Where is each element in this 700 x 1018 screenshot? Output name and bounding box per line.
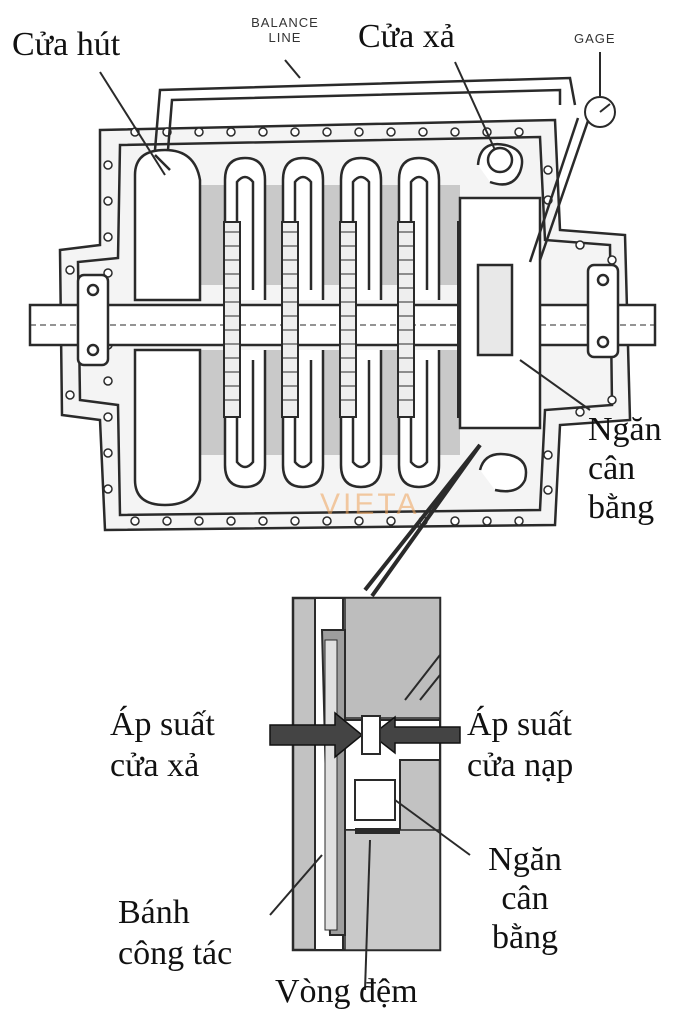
bolt-hole [354,127,364,137]
bolt-hole [226,127,236,137]
bolt-hole [103,448,113,458]
bolt-hole [194,516,204,526]
gage-icon [584,52,616,128]
impeller-line2: công tác [118,934,233,972]
bolt-hole [514,127,524,137]
bolt-hole [103,484,113,494]
inlet-pressure-label: Áp suất cửa nạp [467,705,573,787]
pressure-arrows [269,711,461,759]
impeller [339,221,357,418]
bolt-hole [258,516,268,526]
bolt-hole [514,516,524,526]
discharge-pressure-label: Áp suất cửa xả [110,705,215,787]
bolt-hole [607,395,617,405]
balance-line-label: BALANCE LINE [235,16,335,44]
bolt-hole [194,127,204,137]
balance-chamber-top-line2: cân [588,450,636,488]
bolt-hole [575,240,585,250]
bolt-hole [103,376,113,386]
bolt-hole [543,165,553,175]
bolt-hole [543,485,553,495]
bolt-hole [258,127,268,137]
impeller-line1: Bánh [118,894,190,931]
inlet-pressure-line2: cửa nạp [467,746,574,784]
bolt-hole [226,516,236,526]
bolt-hole [450,516,460,526]
bolt-hole [322,516,332,526]
balance-chamber-bottom-line2: cân [501,880,549,918]
bolt-hole [65,265,75,275]
inlet-pressure-line1: Áp suất [467,706,572,743]
bolt-hole [575,407,585,417]
bolt-hole [418,127,428,137]
bearings [76,263,620,367]
bolt-hole [386,127,396,137]
bolt-hole [450,127,460,137]
discharge-label: Cửa xả [358,18,455,55]
bolt-hole [482,516,492,526]
detail-pointer [363,443,482,598]
balance-drum [458,142,542,493]
impeller [223,221,241,418]
inlet-pressure-arrow [370,715,461,755]
bolt-hole [607,255,617,265]
bolt-hole [103,196,113,206]
balance-line-label-line1: BALANCE [251,15,319,30]
bolt-hole [103,412,113,422]
impeller-label: Bánh công tác [118,893,232,975]
bolt-hole [162,516,172,526]
bolt-hole [290,516,300,526]
balance-chamber-bottom-label: Ngăn cân bằng [470,840,580,957]
suction-label: Cửa hút [12,26,121,63]
bolt-hole [322,127,332,137]
bolt-hole [543,450,553,460]
discharge-pressure-line1: Áp suất [110,706,215,743]
suction-chambers [133,148,202,507]
bolt-hole [354,516,364,526]
bottom-leader-lines [269,799,471,991]
bolt-hole [103,160,113,170]
bolt-hole [103,232,113,242]
impeller [281,221,299,418]
bolt-hole [65,390,75,400]
balance-chamber-top-line3: bằng [588,489,655,527]
detail-view [291,596,442,952]
balance-chamber-bottom-line3: bằng [491,919,559,957]
discharge-pressure-arrow [269,711,364,759]
impeller [397,221,415,418]
gage-label: GAGE [574,31,616,46]
bolt-hole [130,516,140,526]
watermark: VIETA [320,488,420,521]
bolt-hole [386,516,396,526]
balance-chamber-bottom-line1: Ngăn [488,841,562,878]
bolt-hole [290,127,300,137]
balance-chamber-top-label: Ngăn cân bằng [588,410,662,527]
balance-line-label-line2: LINE [268,30,302,45]
top-leader-lines [99,59,591,411]
seal-ring-label: Vòng đệm [275,973,418,1010]
discharge-pressure-line2: cửa xả [110,746,200,784]
balance-chamber-top-line1: Ngăn [588,411,662,448]
